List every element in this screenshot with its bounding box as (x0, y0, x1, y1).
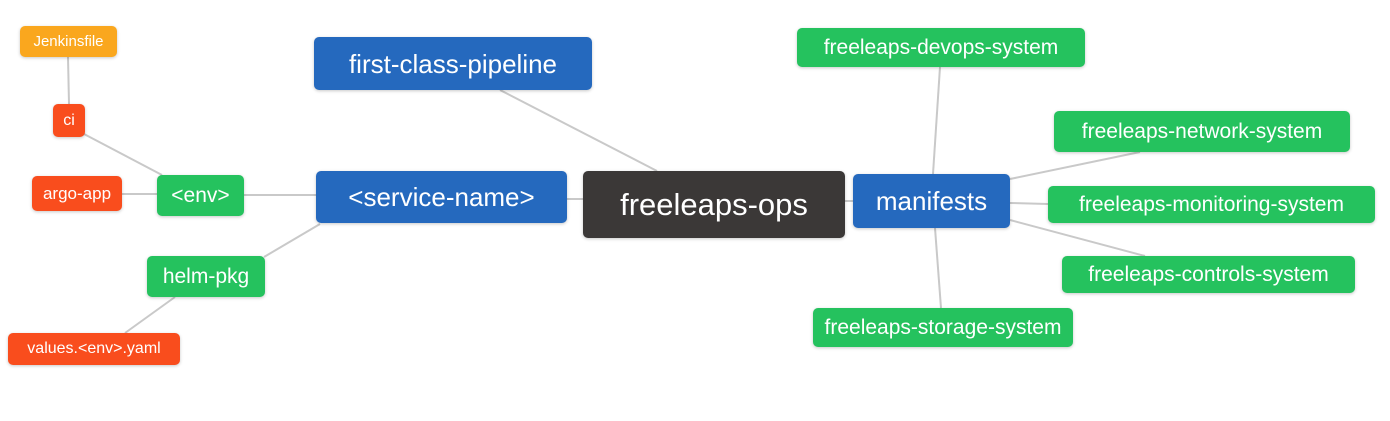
edge-manifests-monitoring (1009, 202, 1049, 205)
edge-manifests-network (1009, 151, 1141, 180)
node-helm-pkg[interactable]: helm-pkg (147, 256, 265, 297)
edge-manifests-storage (934, 227, 942, 309)
node-argo-app[interactable]: argo-app (32, 176, 122, 211)
edge-ci-env (83, 133, 163, 176)
edge-manifests-controls (1009, 219, 1146, 257)
node-freeleaps-monitoring-system[interactable]: freeleaps-monitoring-system (1048, 186, 1375, 223)
node-service-name[interactable]: <service-name> (316, 171, 567, 223)
node-freeleaps-ops-root[interactable]: freeleaps-ops (583, 171, 845, 238)
node-freeleaps-storage-system[interactable]: freeleaps-storage-system (813, 308, 1073, 347)
edge-helm-pkg-values (124, 296, 176, 334)
node-first-class-pipeline[interactable]: first-class-pipeline (314, 37, 592, 90)
node-env[interactable]: <env> (157, 175, 244, 216)
edge-service-name-helm-pkg (263, 223, 321, 258)
node-freeleaps-network-system[interactable]: freeleaps-network-system (1054, 111, 1350, 152)
node-freeleaps-devops-system[interactable]: freeleaps-devops-system (797, 28, 1085, 67)
node-manifests[interactable]: manifests (853, 174, 1010, 228)
edge-manifests-devops (932, 66, 941, 175)
node-values-env-yaml[interactable]: values.<env>.yaml (8, 333, 180, 365)
edge-jenkinsfile-ci (67, 56, 70, 105)
edge-pipeline-ops (499, 89, 658, 172)
node-freeleaps-controls-system[interactable]: freeleaps-controls-system (1062, 256, 1355, 293)
node-jenkinsfile[interactable]: Jenkinsfile (20, 26, 117, 57)
node-ci[interactable]: ci (53, 104, 85, 137)
